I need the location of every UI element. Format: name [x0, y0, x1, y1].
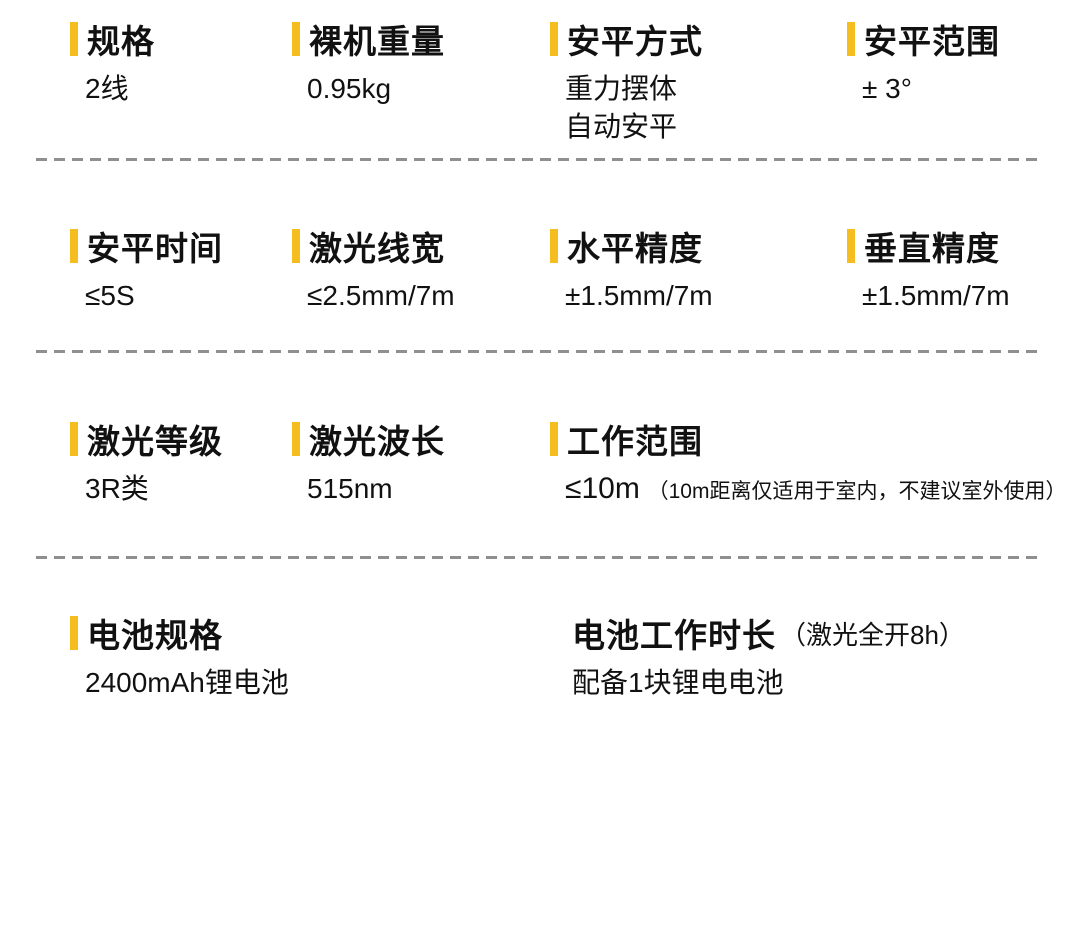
spec-label: 裸机重量 [309, 23, 445, 60]
dashed-divider [36, 556, 1044, 559]
spec-label-row: 工作范围 [550, 418, 1066, 460]
spec-value-line: 重力摆体 [565, 73, 678, 104]
spec-label-row: 垂直精度 [847, 225, 1010, 267]
spec-item-guige: 规格 2线 [70, 18, 155, 108]
spec-item-leveling-mode: 安平方式 重力摆体 自动安平 [550, 18, 703, 146]
spec-item-wavelength: 激光波长 515nm [292, 418, 445, 508]
spec-value: ≤2.5mm/7m [307, 280, 455, 311]
spec-label: 规格 [87, 23, 155, 60]
spec-value: ± 3° [862, 73, 912, 104]
spec-label: 安平范围 [864, 23, 1000, 60]
spec-label: 水平精度 [567, 230, 703, 267]
accent-bar [292, 22, 300, 56]
spec-item-line-width: 激光线宽 ≤2.5mm/7m [292, 225, 455, 315]
spec-value: 3R类 [85, 473, 149, 504]
spec-value: ≤5S [85, 280, 135, 311]
dashed-divider [36, 158, 1044, 161]
spec-label-row: 安平方式 [550, 18, 703, 60]
spec-item-battery-spec: 电池规格 2400mAh锂电池 [70, 612, 289, 702]
accent-bar [550, 422, 558, 456]
spec-label-row: 规格 [70, 18, 155, 60]
spec-label-row: 电池工作时长 （激光全开8h） [572, 612, 965, 654]
spec-label: 电池工作时长 [572, 617, 776, 654]
spec-value: ±1.5mm/7m [862, 280, 1010, 311]
spec-value-main: ≤10m [565, 472, 640, 505]
accent-bar [70, 22, 78, 56]
accent-bar [70, 616, 78, 650]
spec-value-line: 自动安平 [565, 111, 678, 142]
spec-value: 配备1块锂电电池 [572, 667, 784, 698]
spec-label: 安平时间 [87, 230, 223, 267]
spec-value: 2400mAh锂电池 [85, 667, 289, 698]
spec-label-note: （激光全开8h） [780, 619, 965, 650]
spec-label: 垂直精度 [864, 230, 1000, 267]
spec-label-row: 水平精度 [550, 225, 713, 267]
spec-value: 重力摆体 自动安平 [550, 70, 703, 146]
spec-item-vertical-accuracy: 垂直精度 ±1.5mm/7m [847, 225, 1010, 315]
spec-label: 电池规格 [87, 617, 223, 654]
spec-label-row: 裸机重量 [292, 18, 445, 60]
spec-item-laser-class: 激光等级 3R类 [70, 418, 223, 508]
spec-label-row: 电池规格 [70, 612, 289, 654]
spec-item-leveling-time: 安平时间 ≤5S [70, 225, 223, 315]
spec-label: 激光线宽 [309, 230, 445, 267]
accent-bar [847, 22, 855, 56]
accent-bar [847, 229, 855, 263]
spec-value: 2线 [85, 73, 129, 104]
spec-value: ≤10m （10m距离仅适用于室内，不建议室外使用） [550, 470, 1066, 511]
accent-bar [550, 229, 558, 263]
accent-bar [70, 422, 78, 456]
accent-bar [70, 229, 78, 263]
dashed-divider [36, 350, 1044, 353]
spec-value: 0.95kg [307, 73, 392, 104]
spec-item-working-range: 工作范围 ≤10m （10m距离仅适用于室内，不建议室外使用） [550, 418, 1066, 511]
spec-value: ±1.5mm/7m [565, 280, 713, 311]
spec-label-row: 激光线宽 [292, 225, 455, 267]
spec-label: 激光等级 [87, 423, 223, 460]
accent-bar [292, 229, 300, 263]
spec-label-row: 安平范围 [847, 18, 1000, 60]
accent-bar [292, 422, 300, 456]
accent-bar [550, 22, 558, 56]
spec-item-battery-life: 电池工作时长 （激光全开8h） 配备1块锂电电池 [572, 612, 965, 702]
spec-label-row: 激光波长 [292, 418, 445, 460]
spec-label-row: 安平时间 [70, 225, 223, 267]
spec-value: 515nm [307, 473, 393, 504]
spec-label: 安平方式 [567, 23, 703, 60]
spec-value-note: （10m距离仅适用于室内，不建议室外使用） [647, 480, 1067, 503]
spec-label: 激光波长 [309, 423, 445, 460]
spec-item-horizontal-accuracy: 水平精度 ±1.5mm/7m [550, 225, 713, 315]
spec-label: 工作范围 [567, 423, 703, 460]
spec-label-row: 激光等级 [70, 418, 223, 460]
spec-item-weight: 裸机重量 0.95kg [292, 18, 445, 108]
spec-item-leveling-range: 安平范围 ± 3° [847, 18, 1000, 108]
